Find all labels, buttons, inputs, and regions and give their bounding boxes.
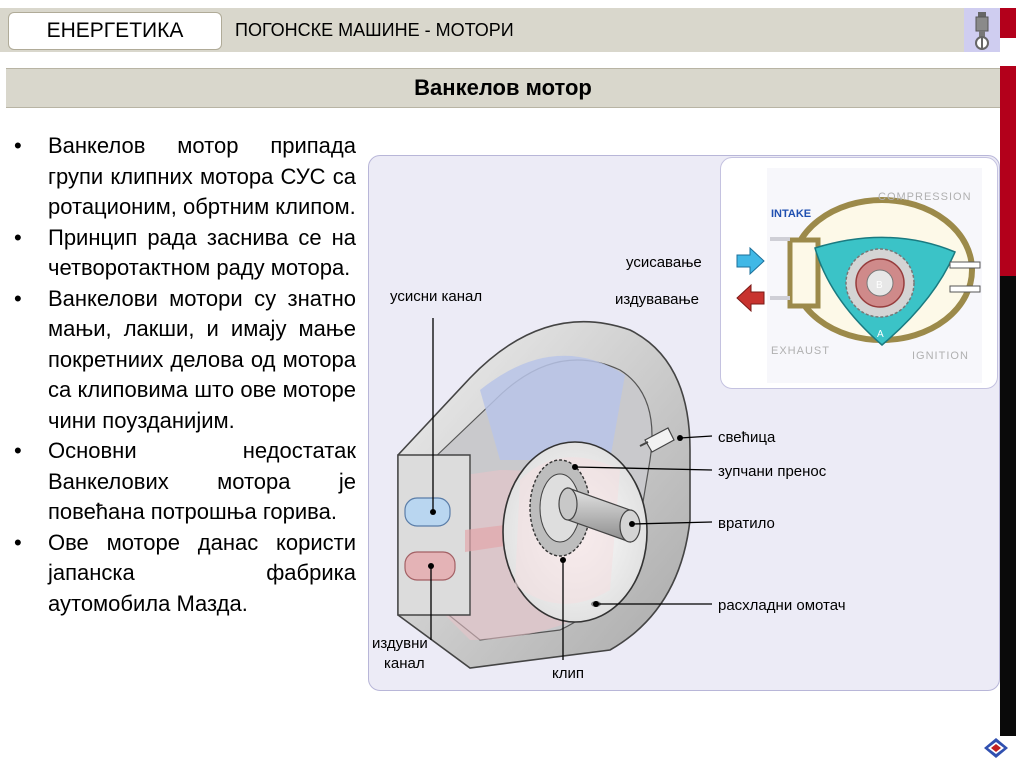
inset-label-compression: COMPRESSION <box>878 191 972 203</box>
footer-logo-icon <box>984 738 1008 758</box>
label-exhaust-arrow: издувавање <box>615 291 699 308</box>
label-shaft: вратило <box>718 515 775 532</box>
bullet-list: Ванкелов мотор припада групи клипних мот… <box>12 131 356 619</box>
accent-bar-red <box>1000 66 1016 276</box>
label-rotor: клип <box>552 665 584 682</box>
label-exhaust-channel: канал <box>384 655 425 672</box>
label-exhaust-channel: издувни <box>372 635 428 652</box>
inset-label-intake: INTAKE <box>771 208 811 220</box>
label-gear: зупчани пренос <box>718 463 827 480</box>
subject-title: ПОГОНСКЕ МАШИНЕ - МОТОРИ <box>235 20 514 40</box>
inset-label-ignition: IGNITION <box>912 350 969 362</box>
bullet-item: Основни недостатак Ванкелових мотора је … <box>12 436 356 528</box>
bullet-item: Ове моторе данас користи јапанска фабрик… <box>12 528 356 620</box>
leader-dots <box>428 435 683 607</box>
bullet-item: Принцип рада заснива се на четворотактно… <box>12 223 356 284</box>
inset-diagram <box>767 168 982 383</box>
leader-lines <box>430 318 713 660</box>
bullet-item: Ванкелови мотори су знатно мањи, лакши, … <box>12 284 356 437</box>
engine-logo-icon <box>964 8 1000 52</box>
label-intake-channel: усисни канал <box>390 288 482 305</box>
inset-label-exhaust: EXHAUST <box>771 345 830 357</box>
intake-arrow-icon <box>736 246 765 276</box>
bullet-item: Ванкелов мотор припада групи клипних мот… <box>12 131 356 223</box>
slide-title: Ванкелов мотор <box>6 68 1000 108</box>
accent-bar-top <box>1000 8 1016 38</box>
accent-bar-black <box>1000 276 1016 736</box>
category-label: ЕНЕРГЕТИКА <box>8 12 222 50</box>
label-intake-arrow: усисавање <box>626 254 702 271</box>
inset-label-a: A <box>877 329 884 340</box>
inset-label-b: B <box>876 280 883 291</box>
label-spark-plug: свећица <box>718 429 776 446</box>
label-cooling: расхладни омотач <box>718 597 846 614</box>
spark-plug <box>639 427 675 453</box>
exhaust-arrow-icon <box>736 283 765 313</box>
